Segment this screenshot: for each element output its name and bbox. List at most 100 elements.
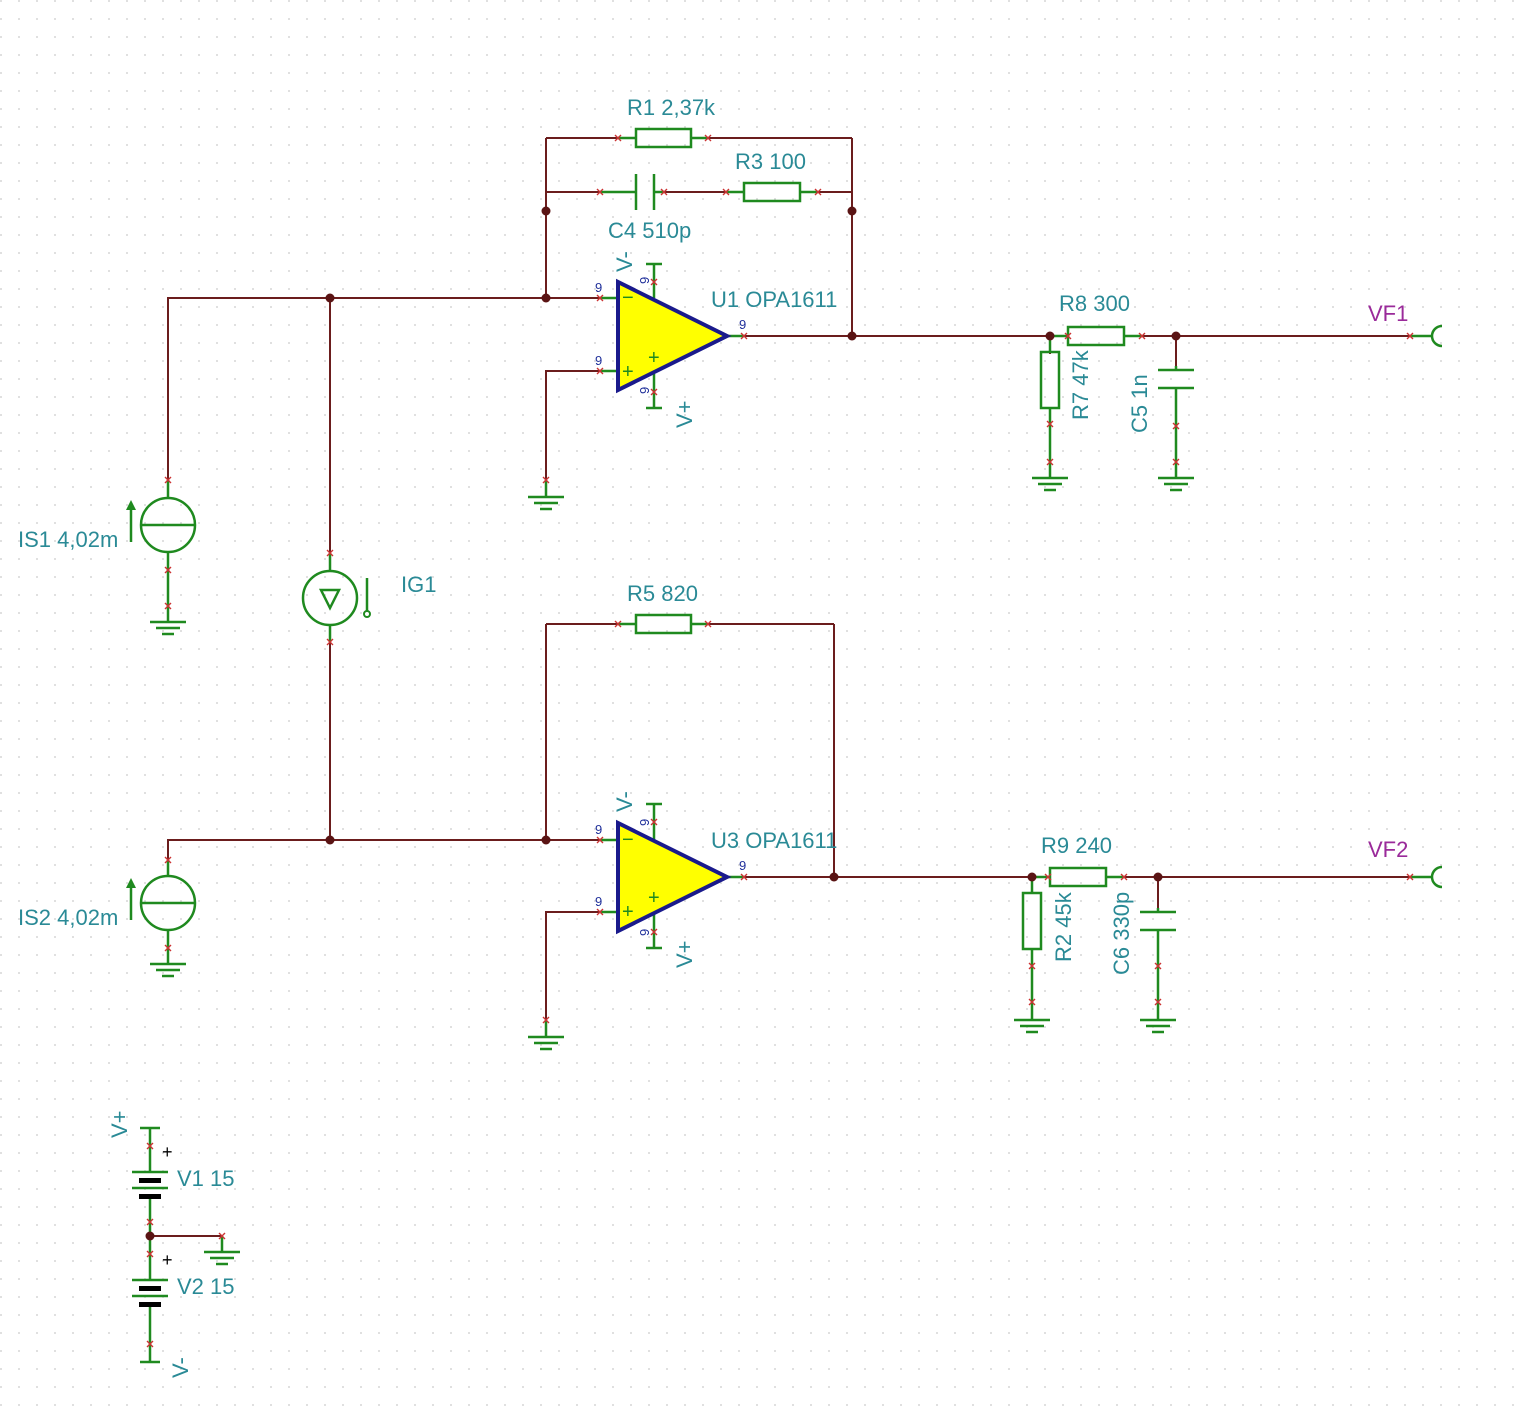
triangle-icon bbox=[318, 588, 342, 611]
label-r7: R7 47k bbox=[1068, 349, 1093, 420]
net-label-vplus: V+ bbox=[672, 400, 697, 428]
net-label-vf2: VF2 bbox=[1368, 837, 1408, 862]
arrow-up-icon bbox=[126, 500, 136, 510]
label-is2: IS2 4,02m bbox=[18, 905, 118, 930]
net-label-vplus: V+ bbox=[672, 940, 697, 968]
ground-icon bbox=[1158, 476, 1194, 492]
ground-symbols bbox=[150, 476, 1194, 1266]
pin-marker bbox=[614, 620, 622, 628]
pin-number: 9 bbox=[595, 894, 602, 909]
pin-marker bbox=[596, 294, 604, 302]
pin-marker bbox=[1046, 420, 1054, 428]
pin-marker bbox=[722, 188, 730, 196]
plus-sign: + bbox=[162, 1142, 173, 1162]
pin-marker bbox=[650, 388, 658, 396]
label-r3: R3 100 bbox=[735, 149, 806, 174]
pin-marker bbox=[146, 1218, 154, 1226]
net-label-vminus: V- bbox=[168, 1357, 193, 1378]
net-label-vminus: V- bbox=[612, 791, 637, 812]
opamp-u3[interactable]: − + + bbox=[600, 802, 744, 950]
pin-marker bbox=[704, 134, 712, 142]
pin-marker bbox=[1064, 332, 1072, 340]
pin-marker bbox=[218, 1232, 226, 1240]
pin-marker bbox=[596, 836, 604, 844]
junction-dot bbox=[325, 835, 335, 845]
pin-marker bbox=[146, 1250, 154, 1258]
ground-icon bbox=[528, 480, 564, 511]
junction-dot bbox=[145, 1231, 155, 1241]
current-source-is1[interactable] bbox=[126, 480, 197, 570]
label-r2: R2 45k bbox=[1051, 891, 1076, 962]
terminal-vf1[interactable] bbox=[1410, 324, 1443, 348]
pin-marker bbox=[542, 476, 550, 484]
capacitor-c6[interactable] bbox=[1140, 908, 1176, 1020]
battery-v2[interactable]: + bbox=[132, 1236, 173, 1364]
net-label-vplus: V+ bbox=[107, 1110, 132, 1138]
resistor-r5[interactable] bbox=[618, 613, 708, 635]
pin-number: 9 bbox=[637, 929, 652, 936]
resistor-r3[interactable] bbox=[726, 181, 818, 203]
ground-icon bbox=[1032, 476, 1068, 492]
current-generator-ig1[interactable] bbox=[301, 553, 371, 642]
pin-marker bbox=[1172, 458, 1180, 466]
pin-marker bbox=[740, 873, 748, 881]
pin-marker bbox=[740, 332, 748, 340]
label-r8: R8 300 bbox=[1059, 291, 1130, 316]
resistor-r7[interactable] bbox=[1039, 336, 1061, 478]
label-v2: V2 15 bbox=[177, 1274, 235, 1299]
pin-marker bbox=[650, 928, 658, 936]
supply-sign: + bbox=[648, 887, 660, 909]
pin-number: 9 bbox=[637, 387, 652, 394]
pin-marker bbox=[164, 602, 172, 610]
pin-marker bbox=[1028, 962, 1036, 970]
pin-marker bbox=[596, 367, 604, 375]
pin-marker bbox=[1406, 332, 1414, 340]
label-r9: R9 240 bbox=[1041, 833, 1112, 858]
label-c5: C5 1n bbox=[1127, 374, 1152, 433]
pin-number: 9 bbox=[595, 353, 602, 368]
junctions bbox=[145, 206, 1181, 1241]
noninverting-sign: + bbox=[622, 361, 634, 383]
pin-marker bbox=[596, 188, 604, 196]
pin-marker bbox=[650, 278, 658, 286]
pin-marker bbox=[164, 944, 172, 952]
capacitor-c4[interactable] bbox=[600, 174, 664, 210]
junction-dot bbox=[847, 331, 857, 341]
pin-marker bbox=[1028, 998, 1036, 1006]
resistor-r1[interactable] bbox=[618, 127, 708, 149]
pin-marker bbox=[1046, 458, 1054, 466]
battery-v1[interactable]: + bbox=[132, 1126, 173, 1236]
label-ig1: IG1 bbox=[401, 572, 436, 597]
pin-marker bbox=[164, 566, 172, 574]
resistor-r2[interactable] bbox=[1021, 877, 1043, 1020]
ground-icon bbox=[150, 948, 186, 978]
junction-dot bbox=[1153, 872, 1163, 882]
label-r1: R1 2,37k bbox=[627, 95, 716, 120]
capacitor-c5[interactable] bbox=[1158, 366, 1194, 478]
junction-dot bbox=[847, 206, 857, 216]
opamp-u1[interactable]: − + + bbox=[600, 262, 744, 410]
noninverting-sign: + bbox=[622, 901, 634, 923]
arrow-up-icon bbox=[126, 878, 136, 888]
component-labels: R1 2,37k R3 100 C4 510p U1 OPA1611 R8 30… bbox=[18, 95, 1152, 1299]
pin-marker bbox=[614, 134, 622, 142]
probe-icon bbox=[363, 610, 371, 618]
pin-numbers: 9 9 9 9 9 9 9 9 9 9 bbox=[595, 277, 746, 936]
pin-marker bbox=[164, 856, 172, 864]
pin-marker bbox=[542, 1016, 550, 1024]
terminal-vf2[interactable] bbox=[1410, 865, 1443, 889]
junction-dot bbox=[325, 293, 335, 303]
pin-marker bbox=[704, 620, 712, 628]
net-label-vminus: V- bbox=[612, 251, 637, 272]
pin-number: 9 bbox=[595, 280, 602, 295]
pin-markers bbox=[146, 134, 1414, 1348]
pin-number: 9 bbox=[739, 858, 746, 873]
supply-sign: + bbox=[648, 347, 660, 369]
pin-number: 9 bbox=[637, 277, 652, 284]
junction-dot bbox=[1171, 331, 1181, 341]
pin-marker bbox=[814, 188, 822, 196]
net-label-vf1: VF1 bbox=[1368, 301, 1408, 326]
current-source-is2[interactable] bbox=[126, 860, 197, 948]
